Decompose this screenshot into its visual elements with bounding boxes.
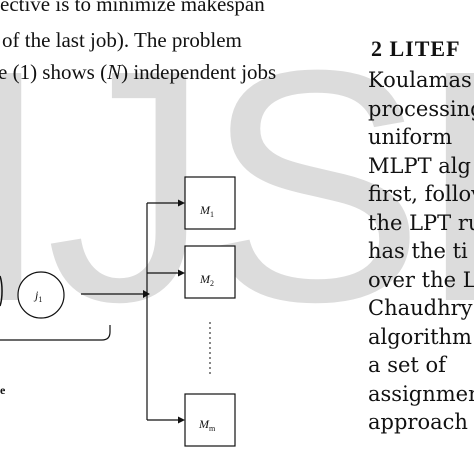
right-line: over the L (368, 267, 474, 292)
machine-label-mm: Mm (198, 417, 216, 433)
right-line: first, follov (368, 182, 474, 206)
machine-box-m2 (184, 245, 236, 299)
right-line: a set of (368, 353, 446, 377)
machine-box-mm (184, 393, 236, 447)
right-line: the LPT ru (368, 210, 474, 235)
job-label: j1 (33, 288, 42, 304)
machine-box-m1 (184, 176, 236, 230)
branch-m2-arrow (178, 269, 185, 277)
job-circle (17, 271, 65, 319)
right-line: has the ti (368, 239, 468, 263)
left-line-1: ective is to minimize makespan (0, 0, 265, 16)
right-line: algorithm (368, 324, 472, 349)
section-heading: 2 LITEF (371, 36, 461, 61)
branch-m1-arrow (178, 199, 185, 207)
machine-label-m2: M2 (199, 272, 214, 288)
right-line: MLPT alg (368, 153, 471, 178)
right-line: assignmer (368, 381, 474, 406)
left-line-3-text: e (1) shows (N) independent jobs (0, 60, 277, 84)
right-line: Koulamas (368, 68, 472, 92)
left-line-3: e (1) shows (N) independent jobs (0, 60, 342, 84)
branch-mm-arrow (178, 416, 185, 424)
right-line: uniform (368, 125, 453, 149)
caption-fragment: e (0, 383, 6, 397)
left-line-2-text: of the last job). The problem (2, 28, 242, 52)
right-line: Chaudhry (368, 296, 473, 320)
right-line: approach (368, 410, 468, 434)
previous-job-circle (0, 275, 3, 307)
queue-bracket (0, 325, 111, 341)
left-line-2: of the last job). The problem (2, 28, 342, 52)
right-line: processing (368, 96, 474, 121)
machine-label-m1: M1 (199, 203, 214, 219)
